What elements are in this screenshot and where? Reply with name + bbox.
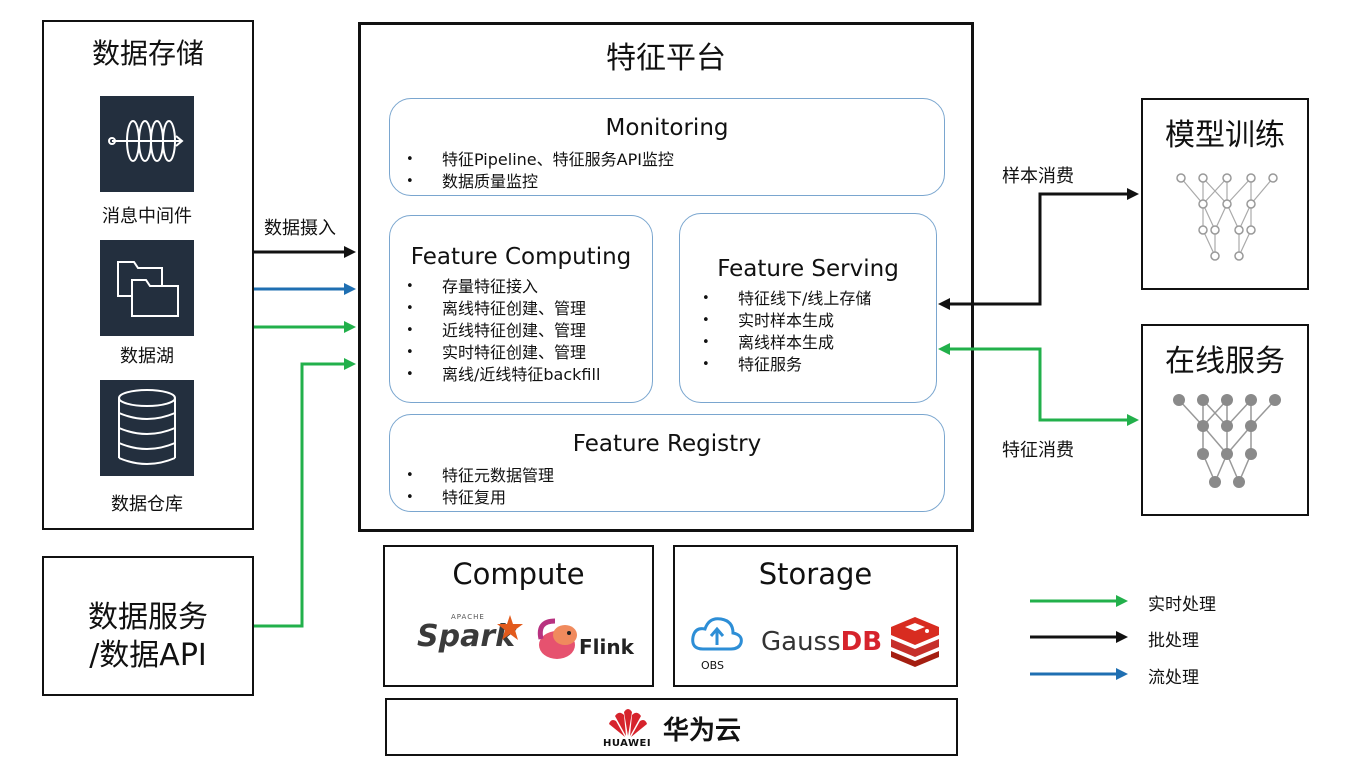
monitoring-panel: Monitoring 特征Pipeline、特征服务API监控 数据质量监控	[389, 98, 945, 196]
message-queue-label: 消息中间件	[102, 206, 192, 227]
sample-consumption-arrow	[938, 188, 1139, 310]
flink-logo: Flink	[535, 613, 635, 669]
list-item: 特征Pipeline、特征服务API监控	[406, 149, 674, 171]
feature-computing-panel: Feature Computing 存量特征接入 离线特征创建、管理 近线特征创…	[389, 215, 653, 403]
legend-realtime-arrow	[1030, 595, 1128, 607]
huawei-cloud-label: 华为云	[663, 716, 742, 746]
huawei-cloud-panel: HUAWEI 华为云	[385, 698, 958, 756]
feature-serving-list: 特征线下/线上存储 实时样本生成 离线样本生成 特征服务	[702, 288, 871, 376]
data-storage-panel: 数据存储 消息中间件 数据湖	[42, 20, 254, 530]
gaussdb-logo: GaussDB	[761, 627, 882, 657]
feature-consumption-label: 特征消费	[1002, 440, 1074, 461]
legend-stream-arrow	[1030, 668, 1128, 680]
legend: 实时处理 批处理 流处理	[1030, 586, 1250, 696]
feature-computing-title: Feature Computing	[410, 244, 632, 270]
legend-batch-label: 批处理	[1148, 631, 1199, 651]
ingest-label: 数据摄入	[264, 218, 336, 239]
spark-star-icon	[497, 615, 523, 640]
feature-registry-title: Feature Registry	[572, 431, 762, 457]
list-item: 特征元数据管理	[406, 465, 554, 487]
list-item: 特征复用	[406, 487, 554, 509]
data-service-panel: 数据服务 /数据API	[42, 556, 254, 696]
list-item: 离线样本生成	[702, 332, 871, 354]
list-item: 数据质量监控	[406, 171, 674, 193]
legend-realtime-label: 实时处理	[1148, 595, 1216, 615]
obs-label: OBS	[701, 659, 724, 672]
feature-consumption-arrow	[938, 343, 1139, 426]
compute-title: Compute	[452, 557, 585, 591]
feature-computing-list: 存量特征接入 离线特征创建、管理 近线特征创建、管理 实时特征创建、管理 离线/…	[406, 276, 600, 386]
list-item: 实时样本生成	[702, 310, 871, 332]
sample-consumption-label: 样本消费	[1002, 166, 1074, 187]
ingest-realtime-arrow	[254, 321, 356, 333]
list-item: 特征线下/线上存储	[702, 288, 871, 310]
obs-cloud-icon	[691, 617, 743, 651]
data-service-realtime-arrow	[254, 358, 356, 628]
data-lake-folders-icon	[100, 240, 194, 336]
data-warehouse-label: 数据仓库	[111, 494, 183, 515]
storage-infra-panel: Storage OBS GaussDB	[673, 545, 958, 687]
monitoring-title: Monitoring	[605, 115, 729, 141]
data-service-line2: /数据API	[89, 638, 207, 673]
flink-squirrel-icon	[537, 618, 577, 659]
spark-tag: APACHE	[451, 613, 485, 621]
feature-serving-title: Feature Serving	[717, 256, 899, 282]
feature-serving-panel: Feature Serving 特征线下/线上存储 实时样本生成 离线样本生成 …	[679, 213, 937, 403]
spark-logo: APACHE Spark	[417, 613, 525, 665]
gaussdb-prefix: Gauss	[761, 627, 841, 657]
legend-stream-label: 流处理	[1148, 668, 1199, 688]
feature-registry-list: 特征元数据管理 特征复用	[406, 465, 554, 509]
redis-icon	[891, 617, 939, 667]
neural-network-outline-icon	[1176, 173, 1278, 261]
online-serving-panel: 在线服务	[1141, 324, 1309, 516]
huawei-logo-text: HUAWEI	[603, 738, 652, 749]
message-queue-icon	[100, 96, 194, 192]
storage-infra-title: Storage	[758, 557, 873, 591]
database-icon	[100, 380, 194, 476]
list-item: 离线/近线特征backfill	[406, 364, 600, 386]
list-item: 实时特征创建、管理	[406, 342, 600, 364]
online-serving-title: 在线服务	[1165, 344, 1285, 379]
huawei-logo-icon	[609, 709, 647, 737]
neural-network-filled-icon	[1173, 394, 1281, 488]
ingest-stream-arrow	[254, 283, 356, 295]
model-training-title: 模型训练	[1165, 118, 1285, 153]
data-service-line1: 数据服务	[88, 600, 208, 635]
list-item: 特征服务	[702, 354, 871, 376]
list-item: 离线特征创建、管理	[406, 298, 600, 320]
data-storage-title: 数据存储	[91, 37, 204, 70]
legend-batch-arrow	[1030, 631, 1128, 643]
feature-registry-panel: Feature Registry 特征元数据管理 特征复用	[389, 414, 945, 512]
list-item: 存量特征接入	[406, 276, 600, 298]
monitoring-list: 特征Pipeline、特征服务API监控 数据质量监控	[406, 149, 674, 193]
data-lake-label: 数据湖	[120, 346, 174, 367]
ingest-batch-arrow	[254, 246, 356, 258]
gaussdb-suffix: DB	[840, 627, 883, 657]
list-item: 近线特征创建、管理	[406, 320, 600, 342]
flink-text: Flink	[579, 635, 634, 659]
model-training-panel: 模型训练	[1141, 98, 1309, 290]
feature-platform-title: 特征平台	[606, 41, 726, 76]
compute-panel: Compute APACHE Spark Flink	[383, 545, 654, 687]
